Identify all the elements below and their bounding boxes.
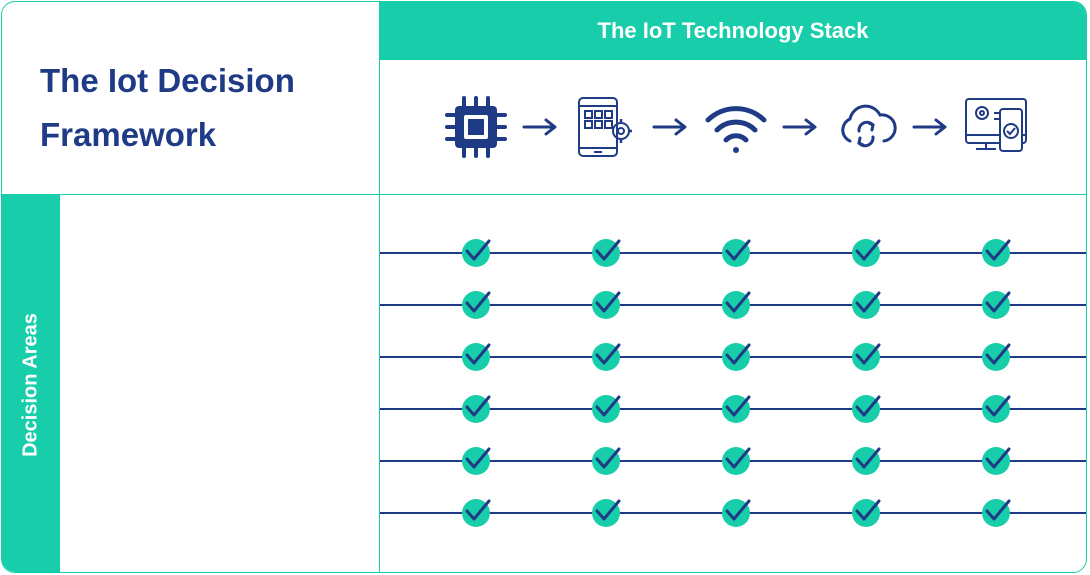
check-mark — [595, 447, 621, 469]
check-icon — [722, 447, 751, 475]
check-mark — [595, 395, 621, 417]
cloud-sync-icon — [841, 104, 897, 148]
check-mark — [595, 499, 621, 521]
check-mark — [725, 499, 751, 521]
check-icon — [722, 291, 751, 319]
check-mark — [465, 343, 491, 365]
check-mark — [725, 291, 751, 313]
check-mark — [595, 343, 621, 365]
check-icon — [592, 291, 621, 319]
check-grid-svg — [380, 239, 1086, 527]
decision-areas-strip: Decision Areas — [2, 195, 60, 572]
check-icon — [722, 395, 751, 423]
check-icon — [982, 291, 1011, 319]
check-icon — [852, 343, 881, 371]
technology-stack-icons — [380, 60, 1086, 195]
check-mark — [855, 291, 881, 313]
check-icon — [852, 395, 881, 423]
arrow-right-icon — [652, 118, 687, 136]
check-mark — [725, 447, 751, 469]
decision-check-grid — [380, 195, 1086, 572]
check-icon — [592, 239, 621, 267]
check-icon — [462, 447, 491, 475]
check-mark — [465, 291, 491, 313]
check-icon — [592, 395, 621, 423]
chip-icon — [445, 96, 507, 158]
check-mark — [855, 447, 881, 469]
devices-settings-icon — [965, 98, 1027, 152]
check-mark — [985, 447, 1011, 469]
check-mark — [595, 291, 621, 313]
check-icon — [982, 343, 1011, 371]
check-icon — [462, 291, 491, 319]
arrow-right-icon — [782, 118, 817, 136]
wifi-icon — [705, 106, 767, 153]
check-icon — [982, 395, 1011, 423]
check-mark — [985, 499, 1011, 521]
check-icon — [852, 239, 881, 267]
check-icon — [462, 395, 491, 423]
check-mark — [465, 239, 491, 261]
check-icon — [852, 499, 881, 527]
decision-area-labels-cell — [60, 195, 380, 572]
check-mark — [855, 395, 881, 417]
check-mark — [985, 291, 1011, 313]
check-icon — [852, 447, 881, 475]
check-mark — [595, 239, 621, 261]
arrow-right-icon — [522, 118, 557, 136]
check-mark — [725, 239, 751, 261]
check-mark — [725, 343, 751, 365]
check-icon — [982, 447, 1011, 475]
check-mark — [985, 395, 1011, 417]
check-mark — [985, 239, 1011, 261]
mobile-app-icon — [578, 97, 632, 157]
check-icon — [462, 239, 491, 267]
framework-title: The Iot Decision Framework — [40, 62, 295, 153]
check-mark — [985, 343, 1011, 365]
check-icon — [982, 239, 1011, 267]
check-icon — [462, 499, 491, 527]
title-cell: The Iot Decision Framework — [2, 2, 380, 195]
check-icon — [722, 343, 751, 371]
check-icon — [592, 447, 621, 475]
technology-stack-header: The IoT Technology Stack — [380, 2, 1086, 60]
check-mark — [465, 447, 491, 469]
check-mark — [725, 395, 751, 417]
check-mark — [465, 395, 491, 417]
check-icon — [982, 499, 1011, 527]
check-icon — [722, 499, 751, 527]
decision-areas-label: Decision Areas — [19, 313, 42, 457]
check-mark — [855, 343, 881, 365]
check-icon — [852, 291, 881, 319]
check-icon — [592, 343, 621, 371]
arrow-right-icon — [912, 118, 947, 136]
check-icon — [462, 343, 491, 371]
check-mark — [855, 239, 881, 261]
check-icon — [722, 239, 751, 267]
check-mark — [465, 499, 491, 521]
check-icon — [592, 499, 621, 527]
check-mark — [855, 499, 881, 521]
